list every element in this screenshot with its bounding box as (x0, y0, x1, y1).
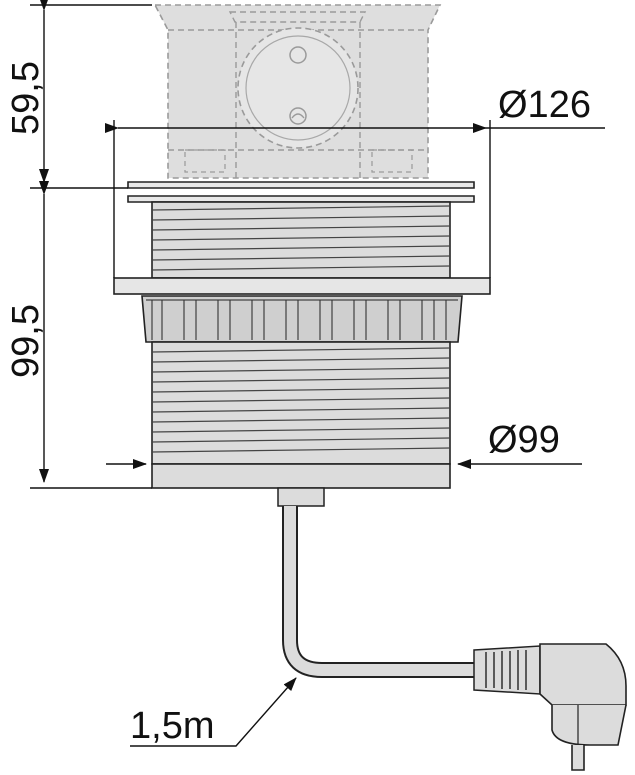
plug-icon (473, 643, 627, 771)
flange-top (127, 181, 475, 203)
flange-diameter-lines (105, 120, 605, 278)
flange-diameter-label: Ø126 (498, 84, 591, 126)
socket-top-ghost (153, 4, 442, 179)
cable-length-leader (130, 677, 297, 747)
mounting-plate (113, 277, 491, 295)
height-dimension-lines (30, 0, 152, 489)
height-top-label: 59,5 (5, 61, 47, 135)
base-block (151, 463, 451, 489)
height-body-label: 99,5 (5, 304, 47, 378)
body-diameter-label: Ø99 (488, 419, 560, 461)
outlet-face (237, 27, 359, 149)
lower-threaded-body (151, 341, 451, 465)
power-cable (277, 487, 478, 678)
outlet-pin-hole-top (289, 46, 307, 64)
ribbed-ring (141, 295, 463, 343)
plug-pin (571, 745, 585, 771)
upper-threaded-body (151, 201, 451, 279)
cable-length-label: 1,5m (130, 705, 214, 747)
